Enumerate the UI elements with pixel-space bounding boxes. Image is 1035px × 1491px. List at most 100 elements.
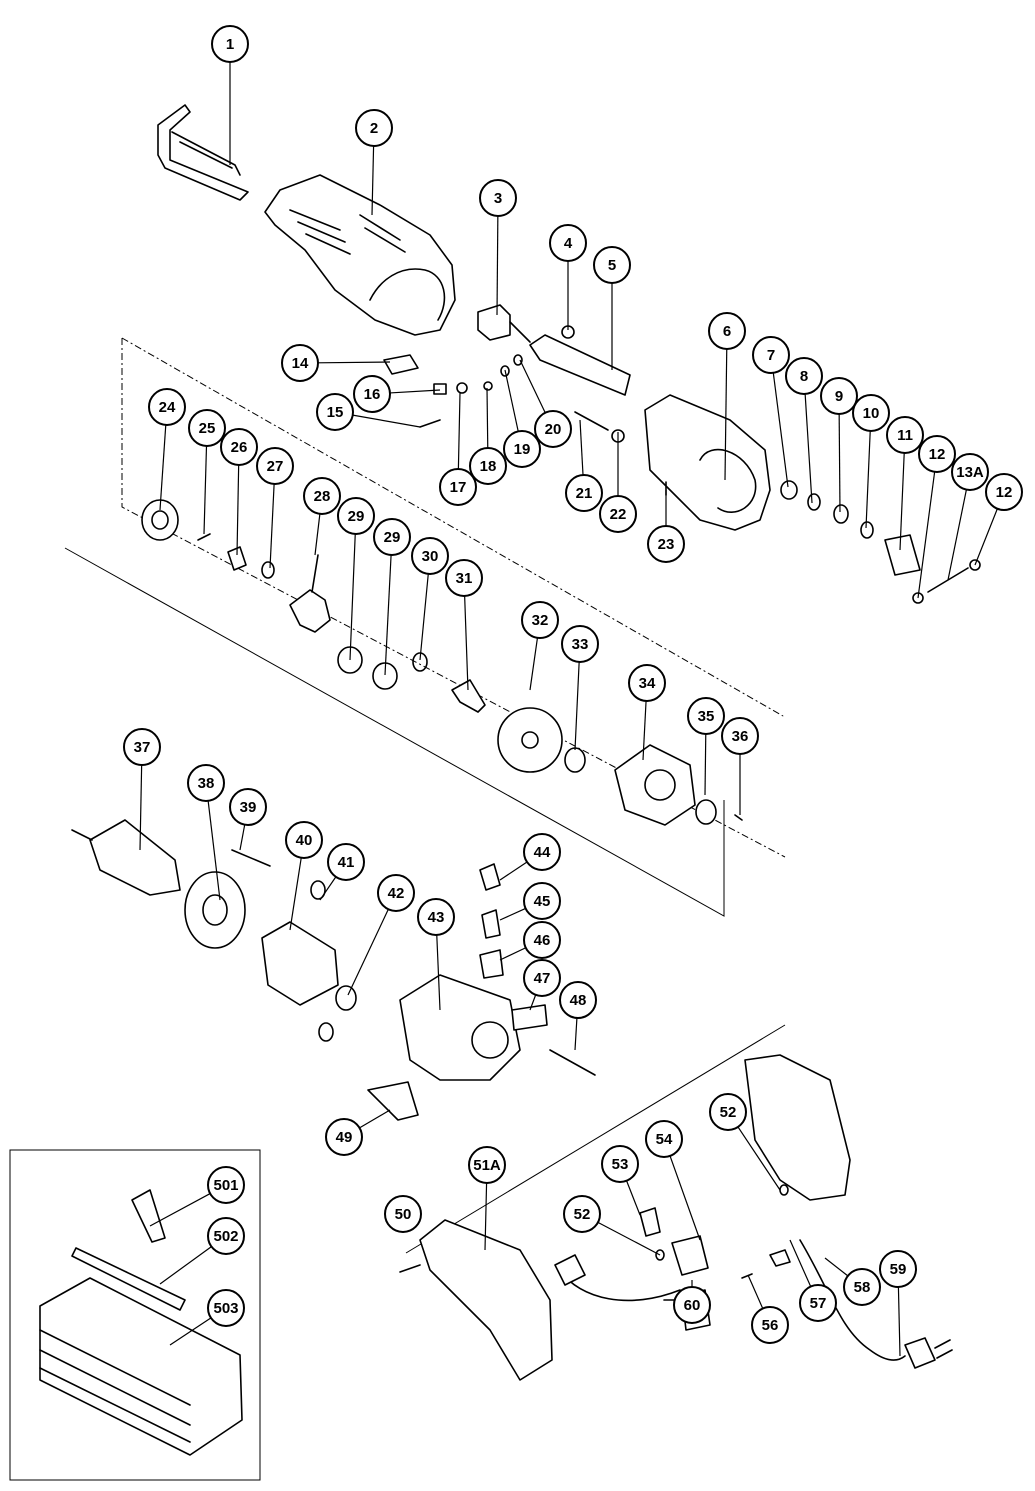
callout-label-c36: 36: [732, 728, 749, 745]
leader-line-c21: [579, 419, 584, 476]
callout-c24: 24: [148, 388, 186, 426]
leader-line-c54: [669, 1155, 701, 1241]
callouts: 12345678910111213A1214151617181920212223…: [123, 25, 1023, 1344]
callout-c25: 25: [188, 409, 226, 447]
callout-c42: 42: [377, 874, 415, 912]
callout-label-c6: 6: [723, 323, 731, 340]
callout-c16: 16: [353, 375, 391, 413]
leader-line-c28: [314, 513, 321, 556]
callout-circle-c19: [503, 430, 541, 468]
leader-line-c27: [269, 483, 275, 569]
leader-line-c30: [419, 573, 429, 661]
callout-c501: 501: [207, 1166, 245, 1204]
callout-circle-c9: [820, 377, 858, 415]
callout-c7: 7: [752, 336, 790, 374]
callout-c13a: 13A: [951, 453, 989, 491]
callout-label-c3: 3: [494, 190, 502, 207]
callout-c23: 23: [647, 525, 685, 563]
callout-c40: 40: [285, 821, 323, 859]
leader-line-c48: [574, 1017, 578, 1051]
leader-line-c18: [486, 387, 489, 449]
callout-label-c9: 9: [835, 388, 843, 405]
callout-c51a: 51A: [468, 1146, 506, 1184]
callout-circle-c48: [559, 981, 597, 1019]
callout-label-c5: 5: [608, 257, 616, 274]
callout-label-c16: 16: [364, 386, 381, 403]
callout-label-c35: 35: [698, 708, 715, 725]
callout-circle-c39: [229, 788, 267, 826]
leader-line-c34: [642, 700, 647, 761]
callout-c15: 15: [316, 393, 354, 431]
callout-label-c43: 43: [428, 909, 445, 926]
callout-c27: 27: [256, 447, 294, 485]
leader-line-c52a: [597, 1221, 661, 1256]
callout-c47: 47: [523, 959, 561, 997]
callout-c38: 38: [187, 764, 225, 802]
callout-circle-c20: [534, 410, 572, 448]
callout-label-c14: 14: [292, 355, 309, 372]
callout-circle-c503: [207, 1289, 245, 1327]
callout-label-c29b: 29: [384, 529, 401, 546]
leader-line-c44: [499, 861, 528, 881]
callout-c1: 1: [211, 25, 249, 63]
callout-circle-c12a: [918, 435, 956, 473]
callout-c5: 5: [593, 246, 631, 284]
leader-line-c41: [319, 876, 337, 901]
callout-c6: 6: [708, 312, 746, 350]
callout-label-c501: 501: [213, 1177, 238, 1194]
callout-c36: 36: [721, 717, 759, 755]
leader-line-c58: [824, 1257, 849, 1277]
leader-line-c35: [704, 733, 707, 796]
callout-c12b: 12: [985, 473, 1023, 511]
callout-circle-c30: [411, 537, 449, 575]
callout-circle-c24: [148, 388, 186, 426]
callout-c28: 28: [303, 477, 341, 515]
callout-circle-c5: [593, 246, 631, 284]
leader-line-c32: [529, 637, 539, 691]
callout-circle-c25: [188, 409, 226, 447]
callout-label-c12a: 12: [929, 446, 946, 463]
callout-c29b: 29: [373, 518, 411, 556]
callout-circle-c52b: [709, 1093, 747, 1131]
leader-line-c501: [149, 1193, 211, 1227]
callout-c19: 19: [503, 430, 541, 468]
callout-label-c57: 57: [810, 1295, 827, 1312]
callout-c53: 53: [601, 1145, 639, 1183]
callout-circle-c42: [377, 874, 415, 912]
callout-c20: 20: [534, 410, 572, 448]
leader-line-c502: [159, 1246, 212, 1285]
callout-label-c19: 19: [514, 441, 531, 458]
leader-line-c503: [169, 1317, 212, 1346]
callout-c57: 57: [799, 1284, 837, 1322]
part-gear-row: [141, 499, 743, 826]
leader-line-c43: [436, 934, 441, 1011]
callout-c2: 2: [355, 109, 393, 147]
callout-circle-c3: [479, 179, 517, 217]
callout-label-c21: 21: [576, 485, 593, 502]
callout-label-c2: 2: [370, 120, 378, 137]
callout-circle-c23: [647, 525, 685, 563]
callout-label-c54: 54: [656, 1131, 673, 1148]
callout-label-c44: 44: [534, 844, 551, 861]
callout-circle-c32: [521, 601, 559, 639]
callout-circle-c12b: [985, 473, 1023, 511]
callout-c21: 21: [565, 474, 603, 512]
callout-label-c31: 31: [456, 570, 473, 587]
leader-line-c8: [804, 393, 813, 504]
callout-label-c58: 58: [854, 1279, 871, 1296]
leader-line-c17: [457, 392, 461, 470]
callout-c18: 18: [469, 447, 507, 485]
callout-label-c45: 45: [534, 893, 551, 910]
callout-circle-c46: [523, 921, 561, 959]
leader-line-c56: [747, 1274, 764, 1309]
callout-label-c32: 32: [532, 612, 549, 629]
callout-circle-c43: [417, 898, 455, 936]
callout-label-c27: 27: [267, 458, 284, 475]
callout-c32: 32: [521, 601, 559, 639]
callout-c37: 37: [123, 728, 161, 766]
callout-label-c4: 4: [564, 235, 573, 252]
callout-label-c18: 18: [480, 458, 497, 475]
callout-label-c37: 37: [134, 739, 151, 756]
callout-label-c46: 46: [534, 932, 551, 949]
